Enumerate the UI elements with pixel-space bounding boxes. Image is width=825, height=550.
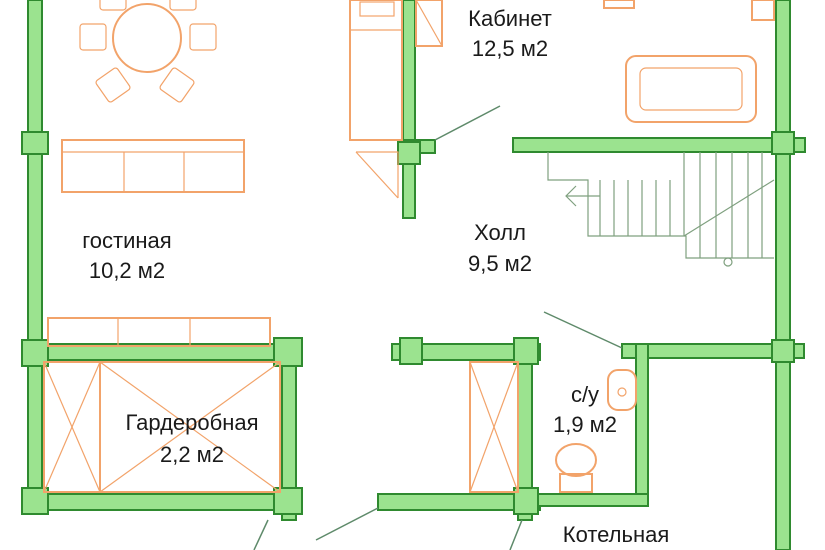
wall-bath-top	[621, 343, 805, 359]
sink	[607, 369, 637, 411]
wall-wardrobe-bottom	[27, 493, 299, 511]
chair	[189, 23, 217, 51]
room-area-hall: 9,5 м2	[468, 251, 532, 276]
cabinet-corner-shelf	[356, 151, 399, 198]
room-area-living: 10,2 м2	[89, 258, 165, 283]
wall-bath-left	[635, 343, 649, 505]
wall-cabinet-left	[402, 0, 416, 219]
dining-set	[79, 0, 217, 103]
cabinet-desk	[751, 0, 775, 21]
wardrobe-shelves	[43, 361, 519, 493]
room-label-hall: Холл	[474, 220, 526, 245]
chair	[159, 67, 195, 103]
center-shelf	[469, 361, 519, 493]
door	[434, 105, 501, 141]
living-sofa	[47, 139, 271, 347]
wall-bath-bottom	[535, 493, 649, 507]
room-label-bathroom: с/у	[571, 382, 599, 407]
door	[253, 519, 269, 550]
room-label-boiler: Котельная	[563, 522, 670, 547]
room-label-cabinet: Кабинет	[468, 6, 552, 31]
post	[21, 487, 49, 515]
wall-right-outer	[775, 0, 791, 550]
cabinet-furniture	[349, 0, 775, 141]
door	[543, 311, 623, 349]
wall-stair-top	[512, 137, 806, 153]
chair	[169, 0, 197, 11]
bathroom-fixtures	[555, 369, 637, 493]
room-area-bathroom: 1,9 м2	[553, 412, 617, 437]
wall-posts	[21, 131, 795, 515]
doors	[253, 105, 623, 550]
room-area-wardrobe: 2,2 м2	[160, 442, 224, 467]
cabinet-chair	[415, 0, 443, 47]
dining-table	[112, 3, 182, 73]
chair	[99, 0, 127, 11]
cabinet-armchair	[625, 55, 757, 123]
door	[315, 507, 379, 541]
post	[21, 131, 49, 155]
post	[771, 339, 795, 363]
walls	[27, 0, 806, 550]
post	[513, 487, 539, 515]
wall-center-top	[391, 343, 541, 361]
wall-left-outer	[27, 0, 43, 511]
room-area-cabinet: 12,5 м2	[472, 36, 548, 61]
door	[509, 519, 523, 550]
chair	[79, 23, 107, 51]
bookshelf	[349, 0, 403, 141]
sofa-bottom	[47, 317, 271, 347]
post	[513, 337, 539, 365]
room-label-living: гостиная	[82, 228, 171, 253]
staircase	[547, 152, 775, 267]
post	[399, 337, 423, 365]
room-label-wardrobe: Гардеробная	[125, 410, 258, 435]
room-labels: Кабинет 12,5 м2 гостиная 10,2 м2 Холл 9,…	[82, 6, 669, 547]
toilet	[555, 443, 597, 477]
chair	[95, 67, 131, 103]
post	[397, 141, 421, 165]
wardrobe-shelf-right	[99, 361, 281, 493]
sofa-top	[61, 139, 245, 193]
post	[771, 131, 795, 155]
